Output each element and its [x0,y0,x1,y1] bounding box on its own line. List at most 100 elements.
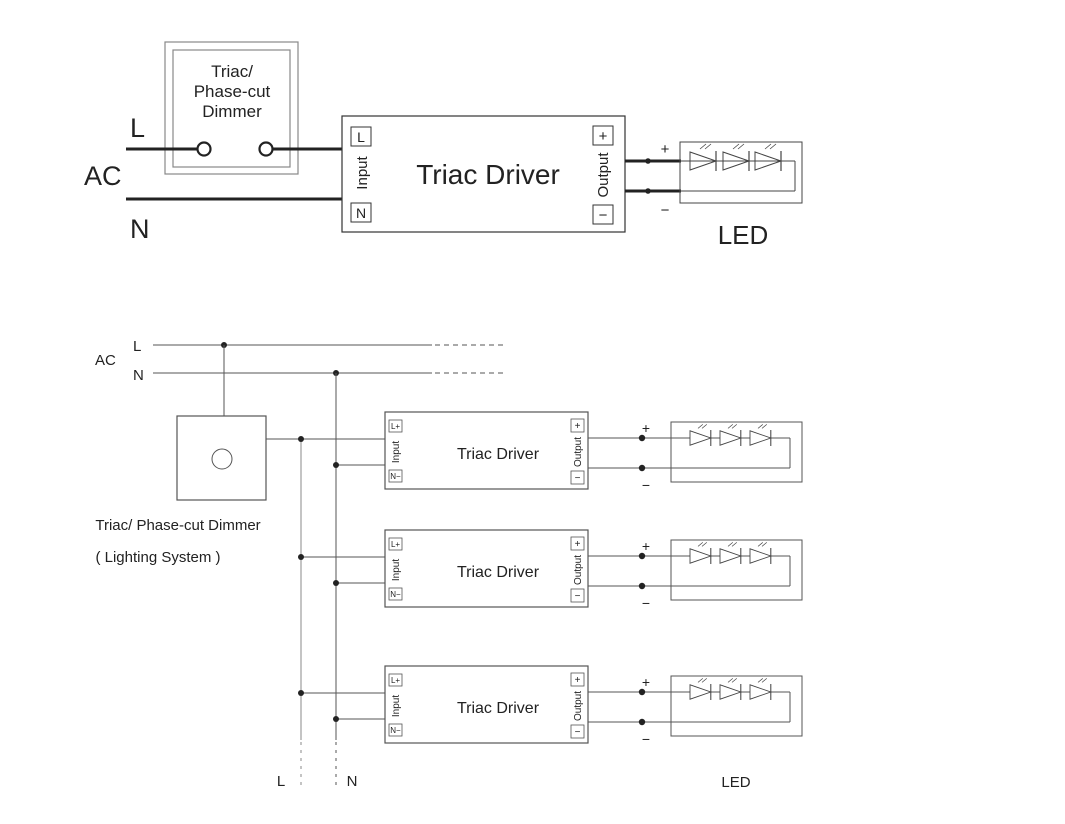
input-label: Input [391,695,402,717]
junction-plus [638,552,646,560]
ac-label: AC [84,161,122,191]
junction-plus [645,158,651,164]
triac-driver: L N Input Triac Driver + − Output [341,115,626,233]
led-diode-icon [689,424,713,447]
terminal-minus: − [575,591,581,602]
junction [333,462,339,468]
junction [298,554,304,560]
terminal-l-box [388,419,403,433]
terminal-n: N− [390,472,401,481]
terminal-plus-box [570,536,585,551]
input-label: Input [354,155,371,189]
terminal-l-box [350,126,372,147]
output-label: Output [595,152,612,198]
terminal-n: N− [390,590,401,599]
terminal-minus: − [599,207,608,224]
neutral-label: N [133,367,144,384]
driver-box [341,115,626,233]
junction-minus [638,582,646,590]
plus-label: + [642,420,650,436]
junction [298,690,304,696]
ac-label: AC [95,352,116,369]
driver-box [384,529,589,608]
bottom-diagram: AC L N Triac/ Phase-cut Dimmer ( Lightin… [95,338,803,791]
dimmer-terminal-in [196,141,212,157]
junction-minus [638,718,646,726]
led-diode-icon [689,542,713,565]
output-label: Output [573,691,584,721]
led-diode-icon [722,143,750,172]
led-box [670,675,803,737]
led-diode-icon [719,542,743,565]
terminal-plus: + [575,539,581,550]
driver-title: Triac Driver [457,446,540,463]
neutral-label: N [130,214,150,244]
dimmer-inner-box [172,49,291,168]
line-label: L [133,338,141,355]
dimmer-label-1: Triac/ [211,62,253,81]
led-box [679,141,803,204]
driver-box [384,411,589,490]
dimmer-label-3: Dimmer [202,102,262,121]
terminal-minus-box [570,470,585,485]
input-label: Input [391,441,402,463]
led-diode-icon [689,678,713,701]
output-label: Output [573,555,584,585]
input-label: Input [391,559,402,581]
terminal-n-box [350,202,372,223]
led-diode-icon [719,678,743,701]
terminal-n-box [388,723,403,737]
minus-label: − [642,731,650,747]
junction [298,436,304,442]
terminal-n-box [388,469,403,483]
led-diode-icon [749,424,773,447]
dimmer-subcaption: ( Lighting System ) [95,549,220,566]
terminal-plus: + [575,675,581,686]
dimmer-outer-box [164,41,299,175]
plus-label: + [661,141,670,158]
bus-n-label: N [347,773,358,790]
terminal-minus-box [570,724,585,739]
dimmer-caption: Triac/ Phase-cut Dimmer [95,517,260,534]
led-diode-icon [689,143,717,172]
driver-title: Triac Driver [416,159,560,190]
junction [333,580,339,586]
terminal-minus: − [575,727,581,738]
led-diode-icon [749,542,773,565]
driver-title: Triac Driver [457,700,540,717]
minus-label: − [661,202,670,219]
driver-box [384,665,589,744]
dimmer: Triac/ Phase-cut Dimmer [164,41,299,175]
dimmer-box [176,415,267,501]
led-label: LED [718,220,769,250]
terminal-minus-box [570,588,585,603]
led-module [679,141,803,204]
junction-minus [645,188,651,194]
minus-label: − [642,595,650,611]
terminal-minus: − [575,473,581,484]
terminal-l-box [388,537,403,551]
bus-l-label: L [277,773,285,790]
terminal-l: L+ [391,676,400,685]
line-label: L [130,113,145,143]
dimmer-terminal-out [258,141,274,157]
junction-plus [638,688,646,696]
top-diagram: AC L N Triac/ Phase-cut Dimmer L N Input… [84,41,803,250]
terminal-plus-box [592,125,614,146]
terminal-minus-box [592,204,614,225]
terminal-n-box [388,587,403,601]
dimmer-label-2: Phase-cut [194,82,271,101]
dimmer-knob-icon [211,448,233,470]
output-label: Output [573,437,584,467]
plus-label: + [642,674,650,690]
terminal-n: N [356,205,366,221]
led-diode-icon [754,143,782,172]
led-box [670,539,803,601]
plus-label: + [642,538,650,554]
driver-title: Triac Driver [457,564,540,581]
junction-minus [638,464,646,472]
